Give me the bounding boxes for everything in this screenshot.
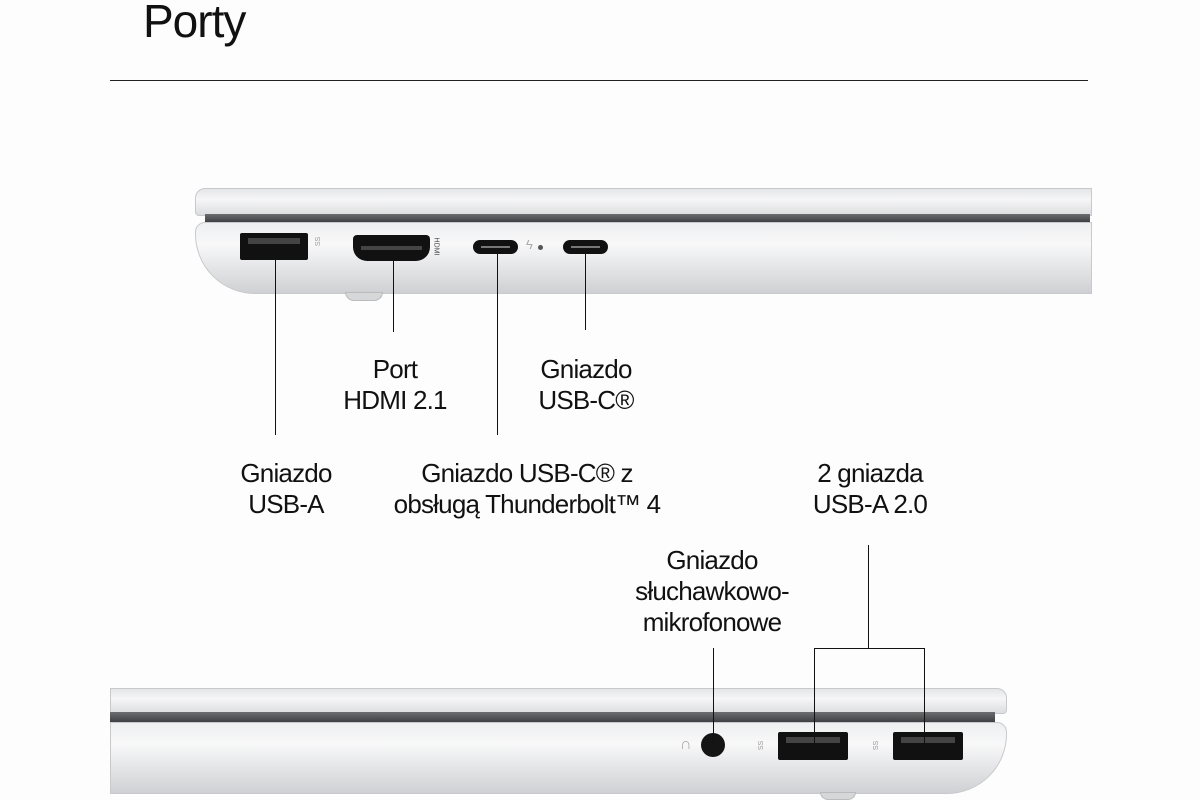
usb-a-2-callout-line	[868, 545, 869, 648]
hdmi-label: Port HDMI 2.1	[343, 354, 447, 416]
thunderbolt-label: Gniazdo USB-C® z obsługą Thunderbolt™ 4	[394, 458, 661, 520]
status-led	[538, 245, 543, 250]
thunderbolt-usb-c-port	[473, 240, 518, 254]
usb-ss-mark: SS	[315, 236, 323, 247]
usb-ss-mark: SS	[873, 740, 881, 751]
label-line: USB-A	[248, 489, 324, 519]
headset-icon: ∩	[680, 736, 692, 753]
divider	[110, 80, 1088, 81]
audio-callout-line	[713, 648, 714, 743]
label-line: Gniazdo USB-C® z	[421, 458, 633, 488]
hdmi-mark: HDMI	[432, 237, 440, 256]
usb-c-label: Gniazdo USB-C®	[538, 354, 634, 416]
usb-a-label: Gniazdo USB-A	[240, 458, 332, 520]
label-line: Gniazdo	[540, 354, 632, 384]
label-line: mikrofonowe	[642, 607, 782, 637]
label-line: Gniazdo	[666, 545, 758, 575]
usb-a-2-bracket-left	[814, 648, 815, 745]
thunderbolt-icon: ϟ	[526, 237, 533, 252]
label-line: HDMI 2.1	[343, 385, 447, 415]
usb-a-2-bracket	[814, 648, 925, 649]
label-line: obsługą Thunderbolt™ 4	[393, 489, 661, 519]
usb-c-callout-line	[585, 248, 586, 330]
usb-a-port	[240, 233, 308, 260]
label-line: USB-A 2.0	[812, 489, 928, 519]
label-line: Gniazdo	[240, 458, 332, 488]
usb-a-2-bracket-right	[924, 648, 925, 745]
usb-a-callout-line	[275, 248, 276, 435]
usb-ss-mark: SS	[758, 740, 766, 751]
usb-c-port	[563, 240, 608, 254]
usb-a-2-port-2	[893, 732, 963, 760]
label-line: 2 gniazda	[817, 458, 923, 488]
hdmi-port	[353, 235, 430, 261]
usb-a-2-port-1	[778, 732, 848, 760]
usb-a-2-label: 2 gniazda USB-A 2.0	[812, 458, 928, 520]
label-line: Port	[372, 354, 418, 384]
label-line: USB-C®	[538, 385, 634, 415]
thunderbolt-callout-line	[497, 248, 498, 435]
page-title: Porty	[143, 0, 246, 47]
audio-jack-label: Gniazdo słuchawkowo- mikrofonowe	[635, 545, 789, 638]
hdmi-callout-line	[393, 250, 394, 332]
label-line: słuchawkowo-	[635, 576, 789, 606]
